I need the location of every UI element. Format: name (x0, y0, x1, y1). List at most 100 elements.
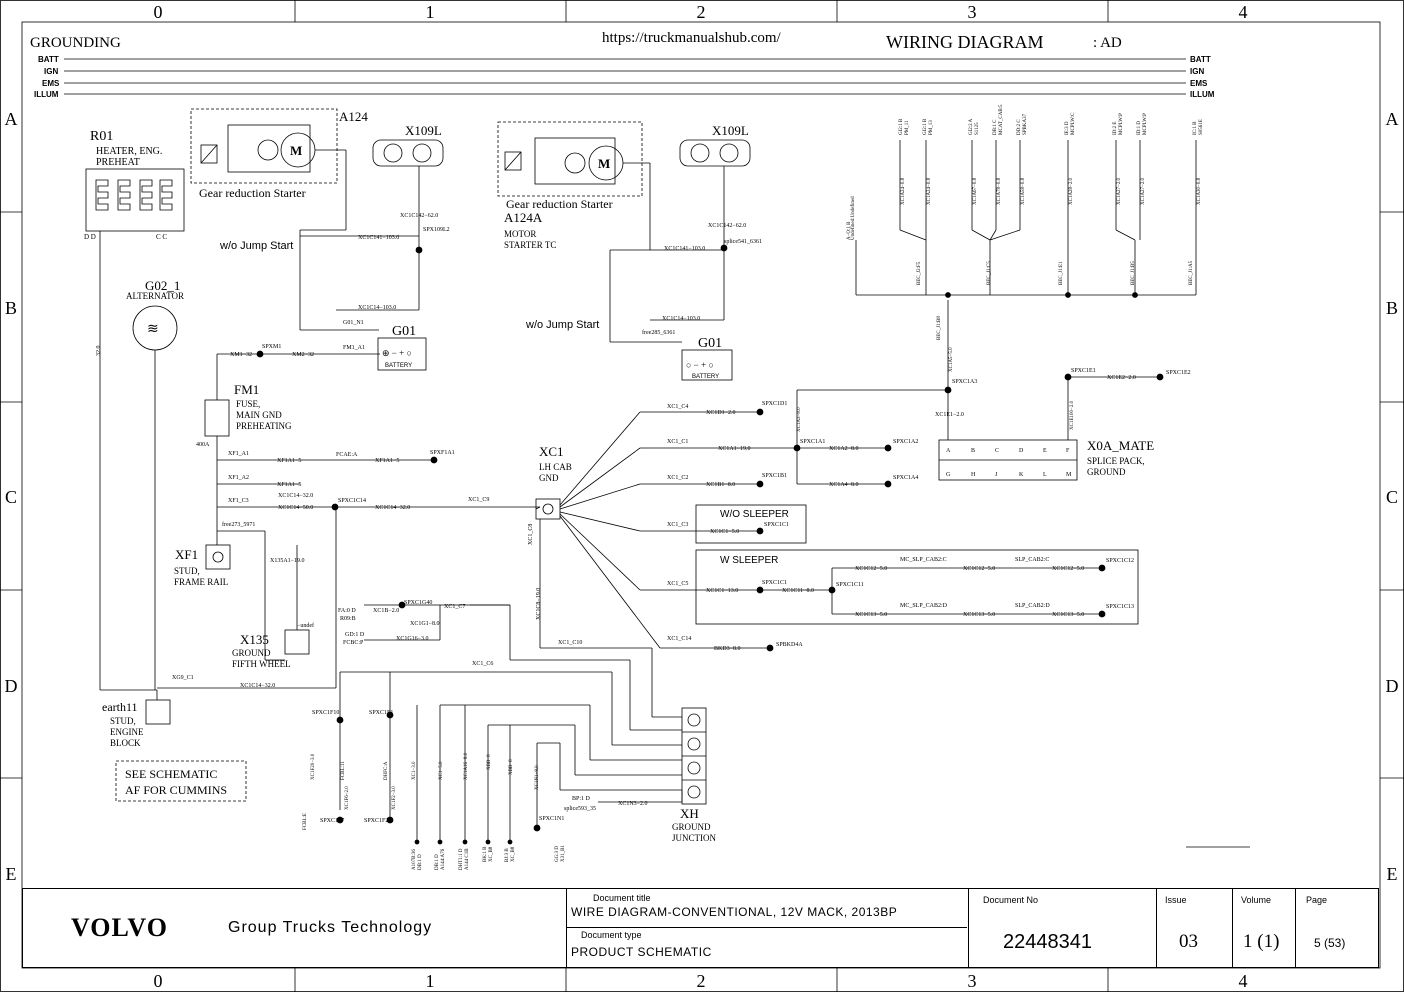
top-right-bus (855, 140, 1197, 296)
wire-label: splice541_6361 (724, 239, 762, 245)
wire-label: XC1C8−19.0 (536, 588, 542, 620)
a124a-desc: MOTOR (504, 229, 536, 239)
ref-wire: XC1A16−8.0 (464, 752, 469, 780)
x0a-mate-labels: X0A_MATE SPLICE PACK, GROUND (1087, 438, 1154, 477)
pin-label: J (995, 472, 998, 478)
wire-label: 32.0 (96, 346, 102, 357)
ref-sub: MCAT_CAB:5 (999, 104, 1004, 135)
doc-title: WIRE DIAGRAM-CONVENTIONAL, 12V MACK, 201… (571, 905, 898, 919)
fm1-fuse (204, 353, 380, 545)
row-label: C (1386, 487, 1398, 507)
wire-label: XC1C12−5.0 (963, 566, 995, 572)
xh-desc: GROUND (672, 822, 711, 832)
xf1-labels: XF1 STUD, FRAME RAIL (174, 547, 228, 587)
x0a-mate-splice-pack (938, 439, 1078, 481)
ref-sub: MCPLW:P (1143, 113, 1148, 135)
wire-label: XC1_C7 (444, 604, 465, 610)
motor-icon: M (598, 156, 610, 171)
splice-node (256, 350, 264, 358)
wire-label: SPXC1C14 (338, 498, 366, 504)
top-right-nodes (945, 292, 1138, 298)
note-text: AF FOR CUMMINS (125, 783, 227, 797)
row-label: D (5, 676, 18, 696)
rail-label: EMS (42, 79, 60, 88)
wire-label: XC1C141−103.0 (664, 246, 705, 252)
ref-wire: XC1−3.0 (412, 761, 417, 780)
ref-name: IE:3 D (1065, 121, 1070, 135)
row-label: C (5, 487, 17, 507)
row-label: E (6, 864, 17, 884)
wire-label: SPXC1E1 (1071, 368, 1096, 374)
wire-label: BEC_J1:B5 (1131, 261, 1136, 285)
ref-name: ID:1 D (1137, 121, 1142, 135)
xf1-stud (205, 544, 231, 570)
xf1-id: XF1 (175, 547, 198, 562)
ref-name: GI2:2 A (969, 118, 974, 135)
wire-label: XC1C12−5.0 (1052, 566, 1084, 572)
x135-id: X135 (240, 632, 269, 647)
wire-label: XC1C14−32.0 (375, 505, 410, 511)
wire-label: XC1C14−32.0 (278, 493, 313, 499)
g01-id: G01 (392, 324, 416, 339)
xc1-desc: GND (539, 473, 559, 483)
r01-desc: HEATER, ENG. (96, 146, 162, 157)
fm1-branches (217, 459, 540, 661)
earth11-desc: ENGINE (110, 727, 144, 737)
volume-cell: Volume 1 (1) (1232, 889, 1295, 967)
wire-label: free273_5971 (222, 521, 255, 528)
ref-wire: XC1A27−2.0 (1141, 177, 1146, 205)
wire-label: BEC_J1:E1 (1059, 261, 1064, 285)
power-rails (64, 58, 1186, 95)
ref-name: FCBL:E (303, 813, 308, 830)
grid-labels: 0 1 2 3 4 0 1 2 3 4 A B C D E A B C D E (5, 2, 1399, 991)
note-text: SEE SCHEMATIC (125, 767, 217, 781)
g02-labels: G02_1 ALTERNATOR ≋ (126, 278, 184, 337)
rail-label: BATT (1190, 55, 1211, 64)
ref-wire: XC1A24−0.8 (927, 177, 932, 205)
wire-label: BEC_J1:C5 (987, 261, 992, 285)
wire-label: XG9_C1 (172, 675, 194, 681)
wire-label: SPXC1G40 (404, 600, 432, 606)
col-label: 1 (426, 2, 435, 22)
wire-label: XC1B−2.0 (373, 608, 399, 614)
ref-wire: XBB−8 (487, 754, 492, 770)
wire-label: XC1A2−8.0 (829, 446, 859, 452)
earth11-id: earth11 (102, 700, 138, 714)
wire-label: XC1G1−8.0 (410, 621, 440, 627)
wire-label: XC1C1−13.0 (706, 588, 738, 594)
wire-label: XM1−32 (230, 352, 252, 358)
a124a-caption: Gear reduction Starter (506, 197, 613, 211)
issue: 03 (1179, 931, 1198, 952)
doc-no-label: Document No (983, 895, 1039, 905)
col-label: 4 (1239, 2, 1248, 22)
source-url: https://truckmanualshub.com/ (602, 30, 782, 46)
volvo-logo: VOLVO (71, 913, 168, 942)
wire-label: XC1C14−50.0 (278, 505, 313, 511)
wire-label: XC1C14−103.0 (358, 305, 396, 311)
r01-desc: PREHEAT (96, 157, 140, 168)
splice-node (720, 244, 728, 252)
wire-label: XC1G16−3.0 (396, 636, 429, 642)
alternator-icon: ≋ (147, 322, 159, 337)
wire-label: G01_N1 (343, 320, 364, 326)
rail-label: EMS (1190, 79, 1208, 88)
ref-name: BJ:3 B (505, 848, 510, 862)
wire-label: SPXC1A2 (893, 439, 918, 445)
ref-wire: XC1−5.0 (439, 761, 444, 780)
rail-label: ILLUM (1190, 90, 1215, 99)
x135-desc: FIFTH WHEEL (232, 659, 291, 669)
page-code: : AD (1093, 35, 1122, 51)
battery-terminals: ⊕ − + ○ (382, 348, 412, 358)
row-label: B (1386, 298, 1398, 318)
earth11-stud (145, 507, 337, 725)
col-label: 2 (697, 971, 706, 991)
col-label: 0 (154, 971, 163, 991)
ref-name: FCBL:11 (341, 761, 346, 780)
x0a-id: X0A_MATE (1087, 438, 1154, 453)
page-number: 5 (53) (1314, 936, 1346, 950)
wire-label: SPXC1C11 (836, 582, 864, 588)
xc1-labels: XC1 LH CAB GND (539, 444, 572, 483)
r01-heater (85, 168, 185, 691)
